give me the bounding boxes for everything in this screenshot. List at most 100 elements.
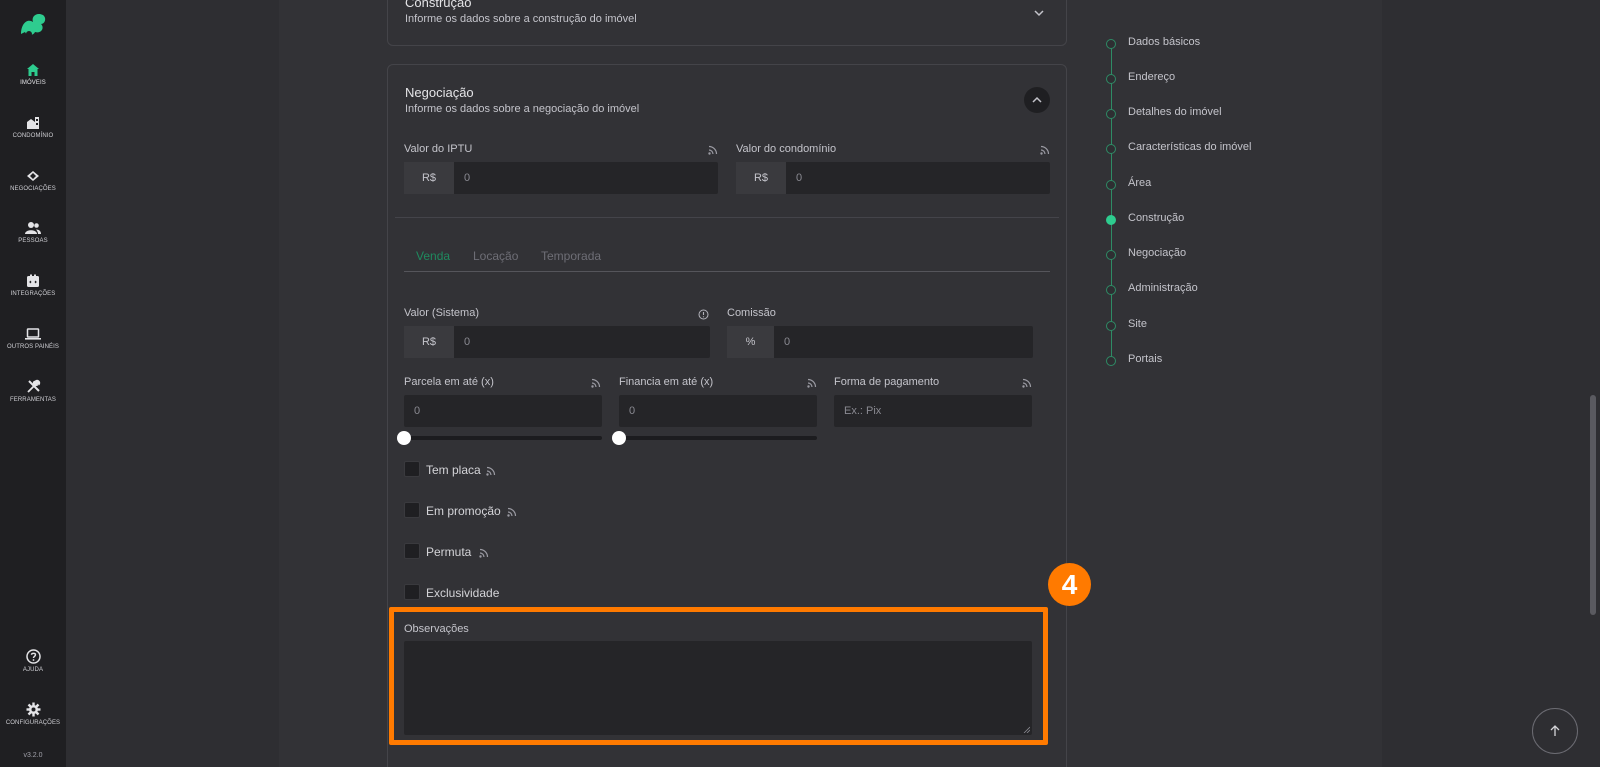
arrow-up-icon bbox=[1550, 725, 1560, 736]
commission-label: Comissão bbox=[727, 307, 776, 319]
collapse-button[interactable] bbox=[1024, 87, 1050, 113]
condo-prefix: R$ bbox=[736, 162, 786, 194]
sidebar-item-negociacoes[interactable]: NEGOCIAÇÕES bbox=[0, 169, 66, 192]
step-label: Área bbox=[1128, 177, 1152, 189]
financing-input[interactable]: 0 bbox=[619, 395, 817, 427]
installments-label: Parcela em até (x) bbox=[404, 376, 494, 388]
rss-icon bbox=[1040, 145, 1050, 155]
iptu-field[interactable]: R$ 0 bbox=[404, 162, 718, 194]
step-dot bbox=[1106, 321, 1116, 331]
tab-venda[interactable]: Venda bbox=[416, 249, 451, 263]
sidebar-item-label: PESSOAS bbox=[18, 238, 48, 244]
page-scrollbar[interactable] bbox=[1590, 395, 1596, 615]
system-value-field[interactable]: R$ 0 bbox=[404, 326, 710, 358]
chevron-up-icon bbox=[1032, 96, 1042, 103]
checkbox-label[interactable]: Tem placa bbox=[426, 463, 481, 477]
checkbox-em-promocao[interactable] bbox=[404, 502, 420, 518]
rss-icon bbox=[507, 507, 517, 517]
checkbox-tem-placa[interactable] bbox=[404, 461, 420, 477]
sidebar-item-ajuda[interactable]: AJUDA bbox=[0, 649, 66, 673]
negotiation-card-title: Negociação bbox=[405, 85, 474, 100]
step-label: Administração bbox=[1128, 282, 1198, 294]
condo-label: Valor do condomínio bbox=[736, 143, 837, 155]
step-dot bbox=[1106, 74, 1116, 84]
stepper-item[interactable]: Administração bbox=[1106, 282, 1306, 296]
iptu-input[interactable]: 0 bbox=[464, 172, 471, 184]
construction-card-subtitle: Informe os dados sobre a construção do i… bbox=[405, 13, 637, 25]
step-dot bbox=[1106, 356, 1116, 366]
tabs-underline bbox=[404, 271, 1050, 272]
sidebar-item-label: OUTROS PAINÉIS bbox=[7, 344, 59, 350]
annotation-step-badge: 4 bbox=[1048, 563, 1091, 606]
rss-icon bbox=[807, 378, 817, 388]
financing-label: Financia em até (x) bbox=[619, 376, 714, 388]
step-label: Construção bbox=[1128, 212, 1185, 224]
stepper-item[interactable]: Portais bbox=[1106, 353, 1306, 367]
checkbox-label[interactable]: Permuta bbox=[426, 545, 472, 559]
gear-icon bbox=[26, 702, 40, 717]
sidebar-item-label: CONDOMÍNIO bbox=[12, 133, 54, 139]
condo-field[interactable]: R$ 0 bbox=[736, 162, 1050, 194]
system-value-input[interactable]: 0 bbox=[464, 336, 471, 348]
sidebar-item-integracoes[interactable]: INTEGRAÇÕES bbox=[0, 274, 66, 297]
financing-slider[interactable] bbox=[619, 436, 817, 440]
step-dot bbox=[1106, 285, 1116, 295]
stepper-item[interactable]: Características do imóvel bbox=[1106, 141, 1306, 155]
sidebar-item-ferramentas[interactable]: FERRAMENTAS bbox=[0, 379, 66, 403]
sidebar-item-imoveis[interactable]: IMÓVEIS bbox=[0, 63, 66, 86]
rss-icon bbox=[591, 378, 601, 388]
installments-input[interactable]: 0 bbox=[404, 395, 602, 427]
rss-icon bbox=[479, 548, 489, 558]
stepper-item[interactable]: Negociação bbox=[1106, 247, 1306, 261]
commission-field[interactable]: % 0 bbox=[727, 326, 1033, 358]
resize-handle-icon[interactable] bbox=[1023, 726, 1030, 733]
app-version: v3.2.0 bbox=[23, 752, 43, 759]
people-icon bbox=[25, 222, 41, 234]
sidebar-item-label: FERRAMENTAS bbox=[10, 397, 56, 403]
tab-locacao[interactable]: Locação bbox=[473, 249, 519, 263]
step-label: Endereço bbox=[1128, 71, 1176, 83]
stepper-item[interactable]: Detalhes do imóvel bbox=[1106, 106, 1306, 120]
construction-card[interactable]: Construção Informe os dados sobre a cons… bbox=[387, 0, 1067, 46]
installments-slider[interactable] bbox=[404, 436, 602, 440]
checkbox-exclusividade[interactable] bbox=[404, 584, 420, 600]
info-icon[interactable] bbox=[698, 309, 709, 320]
rss-icon bbox=[1022, 378, 1032, 388]
payment-input[interactable]: Ex.: Pix bbox=[834, 395, 1032, 427]
logo-icon[interactable] bbox=[17, 10, 49, 38]
step-dot bbox=[1106, 39, 1116, 49]
sidebar-item-label: AJUDA bbox=[22, 667, 44, 673]
rss-icon bbox=[708, 145, 718, 155]
checkbox-label[interactable]: Em promoção bbox=[426, 504, 501, 518]
sidebar-item-condominio[interactable]: CONDOMÍNIO bbox=[0, 116, 66, 139]
chevron-down-icon[interactable] bbox=[1034, 9, 1044, 17]
construction-card-title: Construção bbox=[405, 0, 472, 10]
integration-icon bbox=[27, 274, 39, 287]
commission-input[interactable]: 0 bbox=[784, 336, 791, 348]
stepper-item[interactable]: Dados básicos bbox=[1106, 36, 1306, 50]
section-divider bbox=[395, 217, 1059, 218]
checkbox-label[interactable]: Exclusividade bbox=[426, 586, 500, 600]
stepper-item[interactable]: Endereço bbox=[1106, 71, 1306, 85]
payment-label: Forma de pagamento bbox=[834, 376, 940, 388]
financing-slider-handle[interactable] bbox=[612, 431, 626, 445]
condo-input[interactable]: 0 bbox=[796, 172, 803, 184]
stepper-item[interactable]: Área bbox=[1106, 177, 1306, 191]
step-dot bbox=[1106, 144, 1116, 154]
stepper-item-active[interactable]: Construção bbox=[1106, 212, 1306, 226]
stepper-item[interactable]: Site bbox=[1106, 318, 1306, 332]
sidebar-item-pessoas[interactable]: PESSOAS bbox=[0, 221, 66, 244]
checkbox-permuta[interactable] bbox=[404, 543, 420, 559]
rss-icon bbox=[486, 466, 496, 476]
step-label: Site bbox=[1128, 318, 1147, 330]
scroll-to-top-button[interactable] bbox=[1532, 708, 1578, 754]
sidebar-item-outros-paineis[interactable]: OUTROS PAINÉIS bbox=[0, 327, 66, 350]
tab-temporada[interactable]: Temporada bbox=[541, 249, 602, 263]
notes-textarea[interactable] bbox=[404, 641, 1032, 735]
iptu-label: Valor do IPTU bbox=[404, 143, 473, 155]
sidebar-item-configuracoes[interactable]: CONFIGURAÇÕES bbox=[0, 702, 66, 726]
installments-slider-handle[interactable] bbox=[397, 431, 411, 445]
step-dot bbox=[1106, 180, 1116, 190]
step-label: Negociação bbox=[1128, 247, 1187, 259]
building-icon bbox=[27, 117, 39, 129]
